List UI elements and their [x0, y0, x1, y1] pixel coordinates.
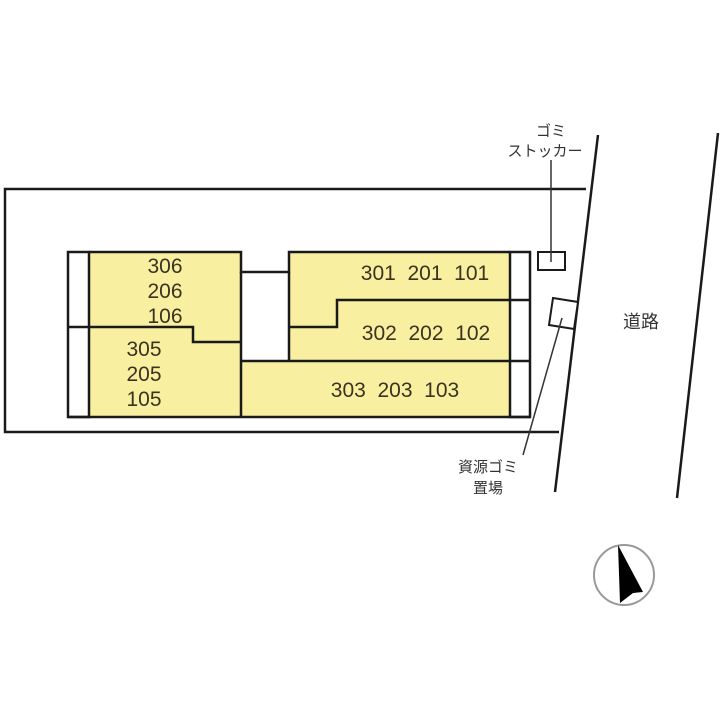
- divider-left-step: [68, 325, 241, 344]
- garbage-stocker-label-1: ゴミ: [536, 122, 566, 140]
- recycling-label-2: 置場: [473, 479, 503, 497]
- building: [66, 250, 532, 419]
- balcony-strip-right: [508, 250, 532, 419]
- divider-right-step: [289, 298, 530, 329]
- recycling-label-1: 資源ゴミ: [458, 458, 518, 476]
- unit-row-303-203-103: 303 203 103: [331, 379, 459, 402]
- unit-labels: 306 206 106 305 205 105 301 201 101 302 …: [126, 255, 490, 411]
- balcony-strip-left: [66, 250, 91, 419]
- unit-row-301-201-101: 301 201 101: [361, 262, 489, 285]
- unit-label-205: 205: [126, 363, 161, 386]
- north-arrow-icon: [593, 544, 655, 606]
- recycling-leader: [522, 317, 563, 456]
- unit-label-105: 105: [126, 388, 161, 411]
- road-label: 道路: [623, 312, 659, 333]
- site-boundary: [3, 187, 586, 434]
- recycling-area: [547, 296, 580, 331]
- road-edge-right: [675, 132, 720, 499]
- unit-label-305: 305: [126, 338, 161, 361]
- unit-label-306: 306: [147, 255, 182, 278]
- building-outline: [89, 250, 510, 274]
- unit-label-206: 206: [147, 280, 182, 303]
- unit-label-106: 106: [147, 305, 182, 328]
- garbage-stocker-label-2: ストッカー: [507, 142, 582, 160]
- unit-block-bottom: [241, 361, 510, 417]
- unit-row-302-202-102: 302 202 102: [362, 322, 490, 345]
- unit-block-left: [89, 252, 241, 417]
- unit-block-right-upper: [289, 252, 510, 361]
